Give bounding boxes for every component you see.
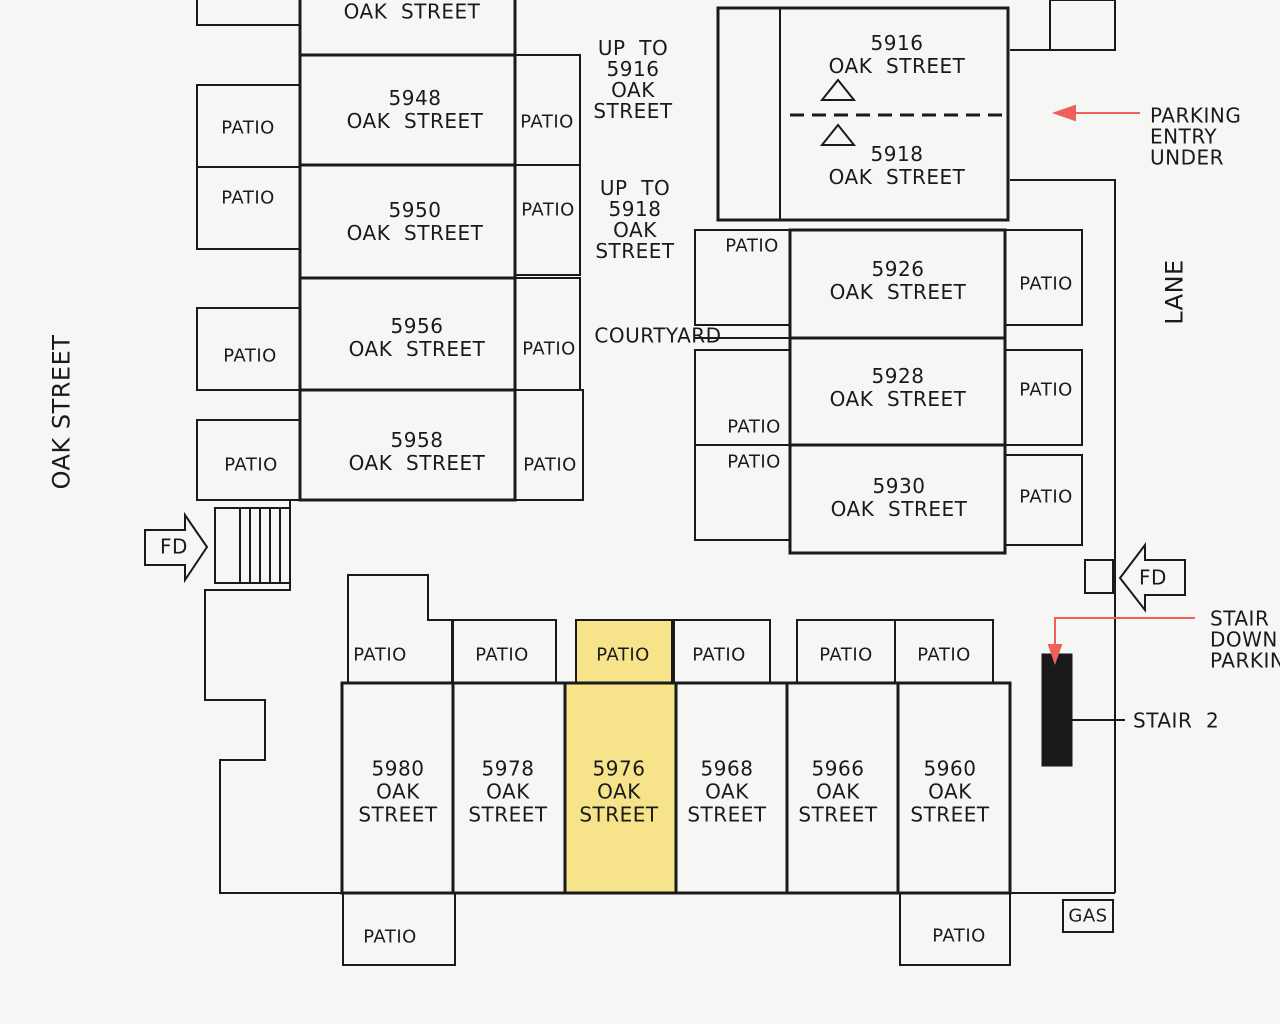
left-building-block (196, 0, 584, 502)
fd-label-left: FD (160, 534, 188, 559)
unit-number: 5958 (390, 428, 444, 452)
unit-number: 5968 (700, 756, 754, 781)
patio-label: PATIO (932, 925, 986, 947)
patio-label: PATIO (727, 451, 781, 473)
patio-label: PATIO (224, 454, 278, 476)
unit-number: 5930 (872, 474, 926, 498)
unit-street: OAK STREET (348, 451, 486, 475)
street-label-lane: LANE (1160, 259, 1189, 325)
unit-street: OAK STREET (348, 337, 486, 361)
unit-number: 5918 (870, 142, 924, 166)
unit-number: 5948 (388, 86, 442, 110)
unit-number: 5960 (923, 756, 977, 781)
right-building-block (694, 0, 1116, 893)
patio-label: PATIO (353, 644, 407, 666)
unit-top-partial-label: OAK STREET (343, 0, 481, 24)
unit-street: OAK STREET (798, 779, 878, 827)
unit-number: 5926 (871, 257, 925, 281)
unit-street: OAK STREET (346, 221, 484, 245)
unit-street: OAK STREET (687, 779, 767, 827)
patio-label: PATIO (221, 117, 275, 139)
fd-arrow-right (1118, 542, 1186, 613)
unit-number: 5950 (388, 198, 442, 222)
patio-label: PATIO (223, 345, 277, 367)
patio-label: PATIO (917, 644, 971, 666)
patio-label: PATIO (520, 111, 574, 133)
bottom-building-block (204, 500, 1125, 966)
unit-street: OAK STREET (468, 779, 548, 827)
fd-arrow-left (144, 511, 209, 584)
patio-label: PATIO (1019, 486, 1073, 508)
patio-label: PATIO (1019, 273, 1073, 295)
unit-street: OAK STREET (910, 779, 990, 827)
unit-street: OAK STREET (829, 387, 967, 411)
patio-label: PATIO (819, 644, 873, 666)
patio-label: PATIO (475, 644, 529, 666)
patio-label: PATIO (523, 454, 577, 476)
patio-label: PATIO (221, 187, 275, 209)
unit-number: 5928 (871, 364, 925, 388)
courtyard-label: COURTYARD (594, 323, 722, 348)
patio-label: PATIO (1019, 379, 1073, 401)
unit-number: 5956 (390, 314, 444, 338)
unit-street: OAK STREET (358, 779, 438, 827)
parking-entry-label: PARKING ENTRY UNDER (1150, 103, 1242, 170)
red-annotations (1047, 104, 1195, 666)
unit-number: 5916 (870, 31, 924, 55)
highlighted-patio-5976 (576, 620, 672, 683)
patio-label: PATIO (521, 199, 575, 221)
up-to-5916-label: UP TO 5916 OAK STREET (593, 36, 673, 123)
patio-label: PATIO (725, 235, 779, 257)
unit-number: 5980 (371, 756, 425, 781)
patio-label: PATIO (522, 338, 576, 360)
unit-number: 5978 (481, 756, 535, 781)
unit-street: OAK STREET (830, 497, 968, 521)
unit-street: OAK STREET (346, 109, 484, 133)
stair-2-icon (1041, 653, 1073, 767)
highlighted-unit-5976 (566, 683, 676, 893)
unit-street: OAK STREET (829, 280, 967, 304)
street-label-oak: OAK STREET (47, 334, 76, 490)
unit-street: OAK STREET (828, 54, 966, 78)
unit-number: 5966 (811, 756, 865, 781)
patio-label: PATIO (727, 416, 781, 438)
unit-street: OAK STREET (579, 779, 659, 827)
patio-label: PATIO (596, 644, 650, 666)
patio-label: PATIO (692, 644, 746, 666)
stair-down-parking-label: STAIR DOWN PARKING (1210, 606, 1280, 673)
unit-number: 5976 (592, 756, 646, 781)
fd-label-right: FD (1139, 565, 1167, 590)
gas-label: GAS (1068, 905, 1108, 927)
up-to-5918-label: UP TO 5918 OAK STREET (595, 176, 675, 263)
unit-street: OAK STREET (828, 165, 966, 189)
stair-2-label: STAIR 2 (1133, 708, 1220, 733)
patio-label: PATIO (363, 926, 417, 948)
